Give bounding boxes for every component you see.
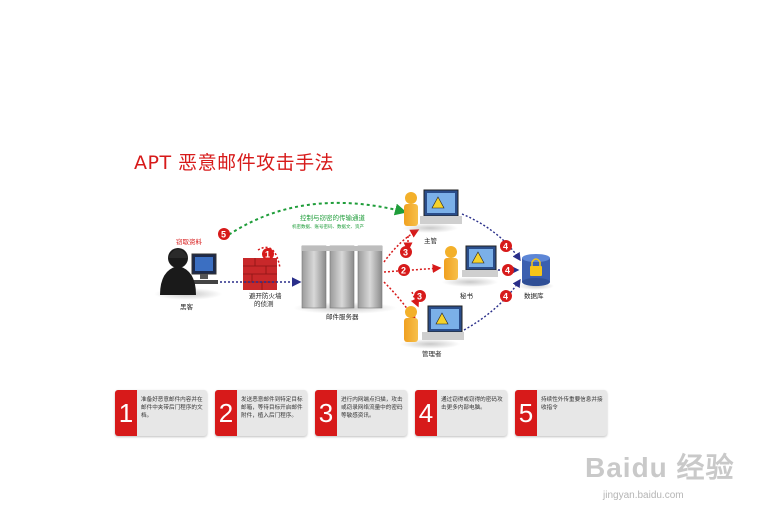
database-label: 数据库: [524, 291, 544, 300]
mail-server: [293, 245, 397, 314]
badge-3b-num: 3: [417, 292, 422, 302]
step-number-box: [115, 390, 137, 436]
step-card-5: 5 持续性外传重要信息并接收指令: [515, 390, 607, 436]
firewall-label-2: 的侦测: [254, 299, 274, 308]
page-title: APT 恶意邮件攻击手法: [134, 152, 335, 174]
badge-5: 5: [218, 228, 230, 240]
lateral-path-2: [410, 291, 420, 308]
watermark-brand: Baidu 经验: [585, 452, 735, 483]
badge-4a: 4: [500, 240, 512, 252]
step-card-2: 2 发送恶意邮件到特定目标邮箱，等待目标开启邮件附件，植入后门程序。: [215, 390, 307, 436]
step-card-1: 1 准备好恶意邮件内容并在邮件中夹带后门程序的文档。: [115, 390, 207, 436]
step-text: 通过窃得或窃得的密码攻击更多内部电脑。: [441, 397, 503, 411]
watermark: Baidu 经验 jingyan.baidu.com: [585, 446, 745, 506]
manager-label: 主管: [424, 236, 438, 245]
db-path-1: [461, 213, 521, 262]
manager-figure: [402, 189, 462, 233]
badge-4b: 4: [502, 264, 514, 276]
control-channel-arc: [223, 201, 407, 239]
badge-3b: 3: [414, 290, 426, 302]
stolen-data-label: 窃取资料: [176, 237, 203, 246]
step-card-4: 4 通过窃得或窃得的密码攻击更多内部电脑。: [415, 390, 507, 436]
secretary-label: 秘书: [460, 291, 474, 300]
badge-5-num: 5: [221, 230, 226, 240]
badge-4c-num: 4: [503, 292, 508, 302]
badge-2: 2: [398, 264, 410, 276]
step-number-box: [215, 390, 237, 436]
channel-subtitle: 机密数据、账号密码、数据文、资产: [292, 223, 364, 230]
step-text: 发送恶意邮件到特定目标邮箱，等待目标开启邮件附件，植入后门程序。: [241, 397, 303, 419]
step-number: 5: [518, 398, 534, 428]
badge-1-num: 1: [265, 250, 270, 260]
badge-3a: 3: [400, 246, 412, 258]
steps-bar: 1 准备好恶意邮件内容并在邮件中夹带后门程序的文档。 2 发送恶意邮件到特定目标…: [115, 390, 607, 436]
db-path-3: [463, 278, 521, 331]
firewall-wall: [243, 258, 277, 290]
admin-label: 管理者: [422, 349, 442, 358]
badge-4c: 4: [500, 290, 512, 302]
step-text: 进行内网端点扫描，攻击或窃录网络流量中的密码等敏感资讯。: [341, 397, 403, 419]
step-number: 2: [218, 398, 234, 428]
hacker-figure: [154, 248, 222, 300]
firewall-label-1: 避开防火墙: [249, 291, 282, 300]
attack-path-2b: [383, 264, 442, 274]
step-text: 准备好恶意邮件内容并在邮件中夹带后门程序的文档。: [141, 397, 203, 419]
step-text: 持续性外传重要信息并接收指令: [541, 397, 603, 411]
attack-path-2a: [383, 229, 420, 263]
badge-2-num: 2: [401, 266, 406, 276]
hacker-label: 黑客: [180, 302, 194, 311]
mail-server-label: 邮件服务器: [326, 312, 359, 321]
secretary-figure: [442, 245, 498, 287]
step-number-box: [515, 390, 537, 436]
badge-1: 1: [262, 248, 274, 260]
step-number-box: [415, 390, 437, 436]
step-number: 4: [418, 398, 434, 428]
database-icon: [518, 254, 554, 290]
badge-4b-num: 4: [505, 266, 510, 276]
badge-4a-num: 4: [503, 242, 508, 252]
step-number: 3: [318, 398, 334, 428]
step-number: 1: [118, 398, 134, 428]
admin-figure: [400, 305, 464, 349]
watermark-url: jingyan.baidu.com: [603, 490, 684, 501]
step-card-3: 3 进行内网端点扫描，攻击或窃录网络流量中的密码等敏感资讯。: [315, 390, 407, 436]
channel-title: 控制与窃密的传输通道: [300, 213, 366, 222]
step-number-box: [315, 390, 337, 436]
badge-3a-num: 3: [403, 248, 408, 258]
